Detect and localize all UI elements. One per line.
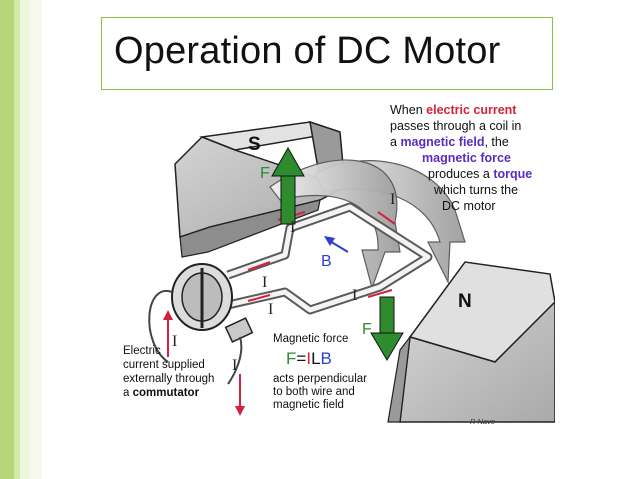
formula-note-line-4: to both wire and <box>273 386 355 398</box>
commutator <box>148 263 254 385</box>
current-label-1: I <box>290 219 295 236</box>
pole-label-n: N <box>458 291 472 312</box>
caption-line-3: a magnetic field, the <box>390 135 509 149</box>
caption-line-1: When electric current <box>390 103 517 117</box>
force-label-top: F <box>260 165 270 182</box>
force-arrow-down <box>370 296 404 361</box>
external-current-arrows <box>163 310 245 416</box>
pole-label-s: S <box>248 134 261 155</box>
current-label-2: I <box>390 191 395 208</box>
formula-note-line-3: acts perpendicular <box>273 373 367 385</box>
caption-line-4: magnetic force <box>422 151 511 165</box>
motor-illustration: S N F F I I I I I I I B When electric cu… <box>123 103 556 426</box>
force-label-bottom: F <box>362 321 372 338</box>
caption-line-5: produces a torque <box>428 167 532 181</box>
current-label-7: I <box>232 357 237 374</box>
formula-note-line-1: Magnetic force <box>273 333 348 345</box>
field-arrow <box>324 236 349 253</box>
slide-title: Operation of DC Motor <box>114 30 501 72</box>
caption-block: When electric current passes through a c… <box>390 103 532 213</box>
commutator-note: Electric current supplied externally thr… <box>123 345 214 399</box>
accent-stripe-4 <box>30 0 42 479</box>
south-magnet <box>174 120 347 258</box>
left-note-line-1: Electric <box>123 345 161 357</box>
current-label-6: I <box>172 333 177 350</box>
caption-line-7: DC motor <box>442 199 495 213</box>
current-label-3: I <box>262 274 267 291</box>
rotation-arrows <box>269 159 466 291</box>
title-box: Operation of DC Motor <box>101 17 553 90</box>
accent-stripe-3 <box>20 0 30 479</box>
left-note-line-4: a commutator <box>123 387 200 399</box>
current-label-5: I <box>352 287 357 304</box>
caption-line-2: passes through a coil in <box>390 119 521 133</box>
formula: F=ILB <box>286 349 332 368</box>
left-note-line-3: externally through <box>123 373 214 385</box>
accent-stripe-2 <box>14 0 20 479</box>
current-label-4: I <box>268 301 273 318</box>
formula-note-line-5: magnetic field <box>273 399 344 411</box>
caption-line-6: which turns the <box>433 183 518 197</box>
credit-label: R Nave <box>470 417 495 426</box>
coil-wire <box>226 202 433 315</box>
dc-motor-diagram: S N F F I I I I I I I B When electric cu… <box>110 92 556 432</box>
accent-stripe-1 <box>0 0 14 479</box>
left-note-line-2: current supplied <box>123 359 205 371</box>
field-label: B <box>321 253 332 270</box>
north-magnet <box>387 261 556 423</box>
formula-note: Magnetic force F=ILB acts perpendicular … <box>273 333 367 411</box>
force-arrow-up <box>271 146 305 225</box>
